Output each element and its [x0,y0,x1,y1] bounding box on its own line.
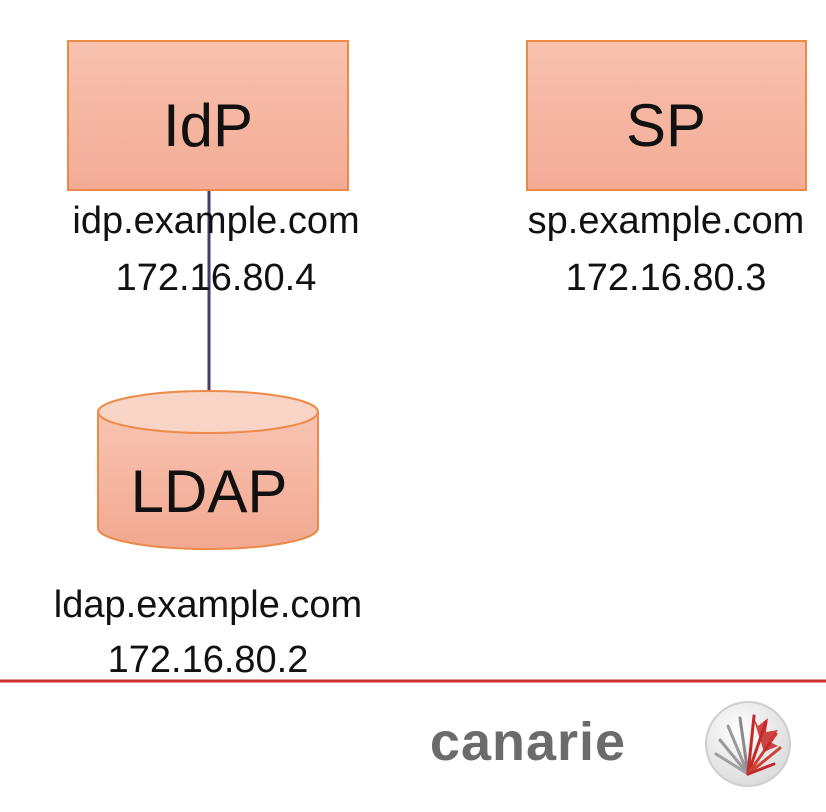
idp-label: IdP [163,92,253,159]
idp-node: IdP [67,40,349,191]
canarie-maple-leaf-icon [705,701,791,787]
sp-hostname: sp.example.com [528,200,805,242]
ldap-ip: 172.16.80.2 [108,639,309,681]
ldap-cylinder-top [97,390,319,434]
idp-hostname: idp.example.com [72,200,359,242]
ldap-hostname: ldap.example.com [54,584,362,626]
ldap-cylinder-body [97,412,319,550]
sp-label: SP [626,92,706,159]
ldap-node: LDAP [97,390,319,550]
idp-ip: 172.16.80.4 [116,257,317,299]
sp-box [526,40,807,191]
idp-box [67,40,349,191]
sp-ip: 172.16.80.3 [566,257,767,299]
ldap-label: LDAP [131,458,288,525]
sp-node: SP [526,40,807,191]
brand-wordmark: canarie [430,712,626,772]
